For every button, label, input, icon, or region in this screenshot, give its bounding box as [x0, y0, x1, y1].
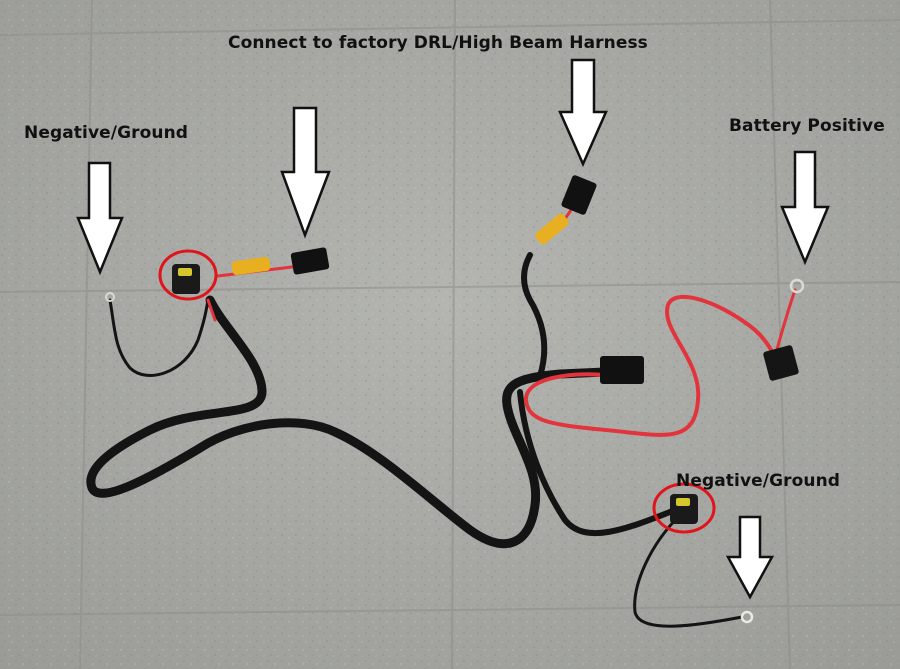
label-battery-positive: Battery Positive — [729, 116, 885, 136]
down-arrow-icon-factory-left — [280, 106, 331, 239]
ground-connector-right-seal — [676, 498, 690, 506]
ring-terminal-left — [105, 292, 115, 302]
down-arrow-icon-ground-right — [725, 515, 775, 600]
black-harness-wire — [86, 252, 744, 628]
ring-terminal-battery — [789, 278, 805, 294]
label-ground-left: Negative/Ground — [24, 123, 189, 143]
inline-resistor-right — [535, 213, 569, 245]
main-connector — [600, 356, 644, 384]
label-factory-harness: Connect to factory DRL/High Beam Harness — [228, 33, 648, 53]
down-arrow-icon-factory-right — [558, 58, 608, 168]
label-ground-right: Negative/Ground — [676, 471, 841, 491]
highlight-circle-left — [158, 249, 218, 301]
inline-resistor-left — [231, 256, 271, 276]
factory-connector-left — [290, 247, 330, 275]
ring-terminal-right — [740, 610, 754, 624]
factory-connector-right — [561, 175, 597, 215]
highlight-circle-right — [652, 482, 716, 534]
down-arrow-icon-ground-left — [76, 161, 124, 276]
fuse-holder — [763, 345, 799, 381]
ground-connector-left-seal — [178, 268, 192, 276]
down-arrow-icon-battery — [780, 150, 830, 266]
